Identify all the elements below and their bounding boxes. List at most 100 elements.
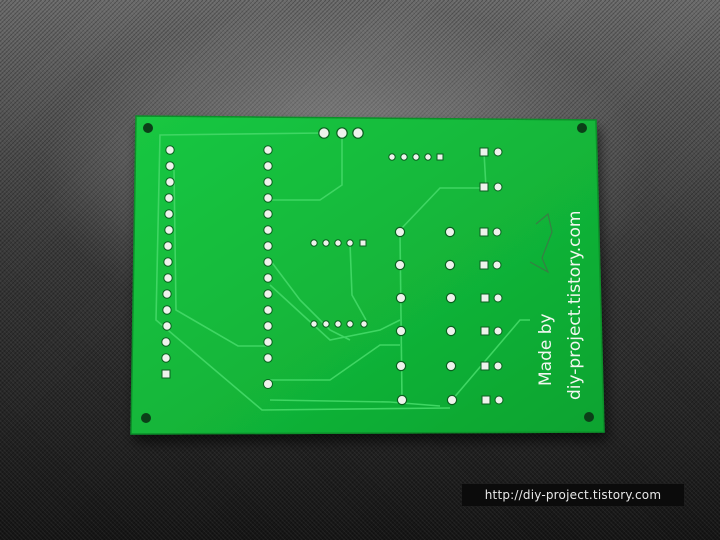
- pad: [310, 320, 318, 328]
- pad-square: [479, 147, 489, 157]
- pad: [444, 259, 456, 271]
- pad: [334, 320, 342, 328]
- pad: [445, 360, 457, 372]
- pad: [163, 241, 173, 251]
- pad: [336, 127, 348, 139]
- pad: [493, 326, 503, 336]
- pad: [492, 227, 502, 237]
- pad: [165, 177, 175, 187]
- trace: [451, 319, 530, 401]
- pad: [493, 182, 503, 192]
- pad: [494, 395, 504, 405]
- pad-square: [479, 227, 489, 237]
- pad: [263, 379, 273, 389]
- copper-traces: [155, 132, 530, 411]
- mounting-hole: [584, 412, 594, 422]
- trace: [399, 187, 480, 231]
- pad: [493, 293, 503, 303]
- pad: [164, 193, 174, 203]
- pad: [322, 239, 330, 247]
- trace: [173, 169, 268, 347]
- pad: [360, 320, 368, 328]
- mounting-hole: [577, 123, 587, 133]
- pad-square: [480, 361, 490, 371]
- pad: [263, 257, 273, 267]
- pad: [394, 259, 406, 271]
- pad: [412, 153, 420, 161]
- pad: [164, 209, 174, 219]
- pad: [263, 193, 273, 203]
- pad-square: [436, 153, 444, 161]
- pad: [310, 239, 318, 247]
- pad-square: [481, 395, 491, 405]
- pad: [165, 145, 175, 155]
- pad-square: [479, 260, 489, 270]
- pad: [263, 321, 273, 331]
- pad: [263, 241, 273, 251]
- header-3pin: [318, 127, 364, 139]
- pad: [445, 325, 457, 337]
- pcb-board: Made by diy-project.tistory.com: [130, 115, 605, 435]
- mounting-hole: [143, 123, 153, 133]
- pad: [346, 320, 354, 328]
- pad: [165, 161, 175, 171]
- pad: [164, 225, 174, 235]
- pad: [334, 239, 342, 247]
- trace: [269, 399, 441, 407]
- watermark: http://diy-project.tistory.com: [462, 484, 684, 506]
- pad: [394, 226, 406, 238]
- pad: [445, 292, 457, 304]
- pad: [163, 273, 173, 283]
- pad: [263, 337, 273, 347]
- button-pad-grid: [394, 226, 458, 406]
- trace: [155, 132, 451, 411]
- trace: [349, 242, 367, 321]
- pad-square: [161, 369, 171, 379]
- pad-square: [359, 239, 367, 247]
- pad: [446, 394, 458, 406]
- header-5pin-middle: [310, 239, 368, 328]
- pad: [395, 360, 407, 372]
- pad: [163, 257, 173, 267]
- pad-column-ic: [263, 145, 273, 389]
- pad: [493, 361, 503, 371]
- pad-square: [479, 182, 489, 192]
- pad: [318, 127, 330, 139]
- pad: [352, 127, 364, 139]
- silkscreen-url: diy-project.tistory.com: [565, 211, 585, 400]
- pad: [263, 289, 273, 299]
- pad-square: [480, 326, 490, 336]
- pad: [444, 226, 456, 238]
- pad: [322, 320, 330, 328]
- silkscreen-made-by: Made by: [536, 313, 556, 386]
- trace: [269, 284, 401, 341]
- trace: [483, 151, 487, 189]
- pad: [396, 394, 408, 406]
- pad: [263, 177, 273, 187]
- pad: [162, 321, 172, 331]
- pad: [388, 153, 396, 161]
- pad: [395, 325, 407, 337]
- mounting-hole: [141, 413, 151, 423]
- board-outline: [130, 115, 605, 435]
- pad: [263, 161, 273, 171]
- pad: [162, 305, 172, 315]
- mounting-holes: [141, 123, 594, 423]
- pad: [161, 337, 171, 347]
- pad: [263, 225, 273, 235]
- pad: [395, 292, 407, 304]
- pad: [400, 153, 408, 161]
- pad-pairs-right: [479, 147, 504, 405]
- header-5pin-top: [388, 153, 444, 161]
- trace: [270, 133, 343, 201]
- pad-column-left: [161, 145, 175, 379]
- trace: [269, 259, 351, 341]
- pad: [492, 260, 502, 270]
- pad: [162, 289, 172, 299]
- pad: [263, 145, 273, 155]
- pad-square: [480, 293, 490, 303]
- pad: [424, 153, 432, 161]
- pad: [263, 305, 273, 315]
- pad: [346, 239, 354, 247]
- pad: [263, 209, 273, 219]
